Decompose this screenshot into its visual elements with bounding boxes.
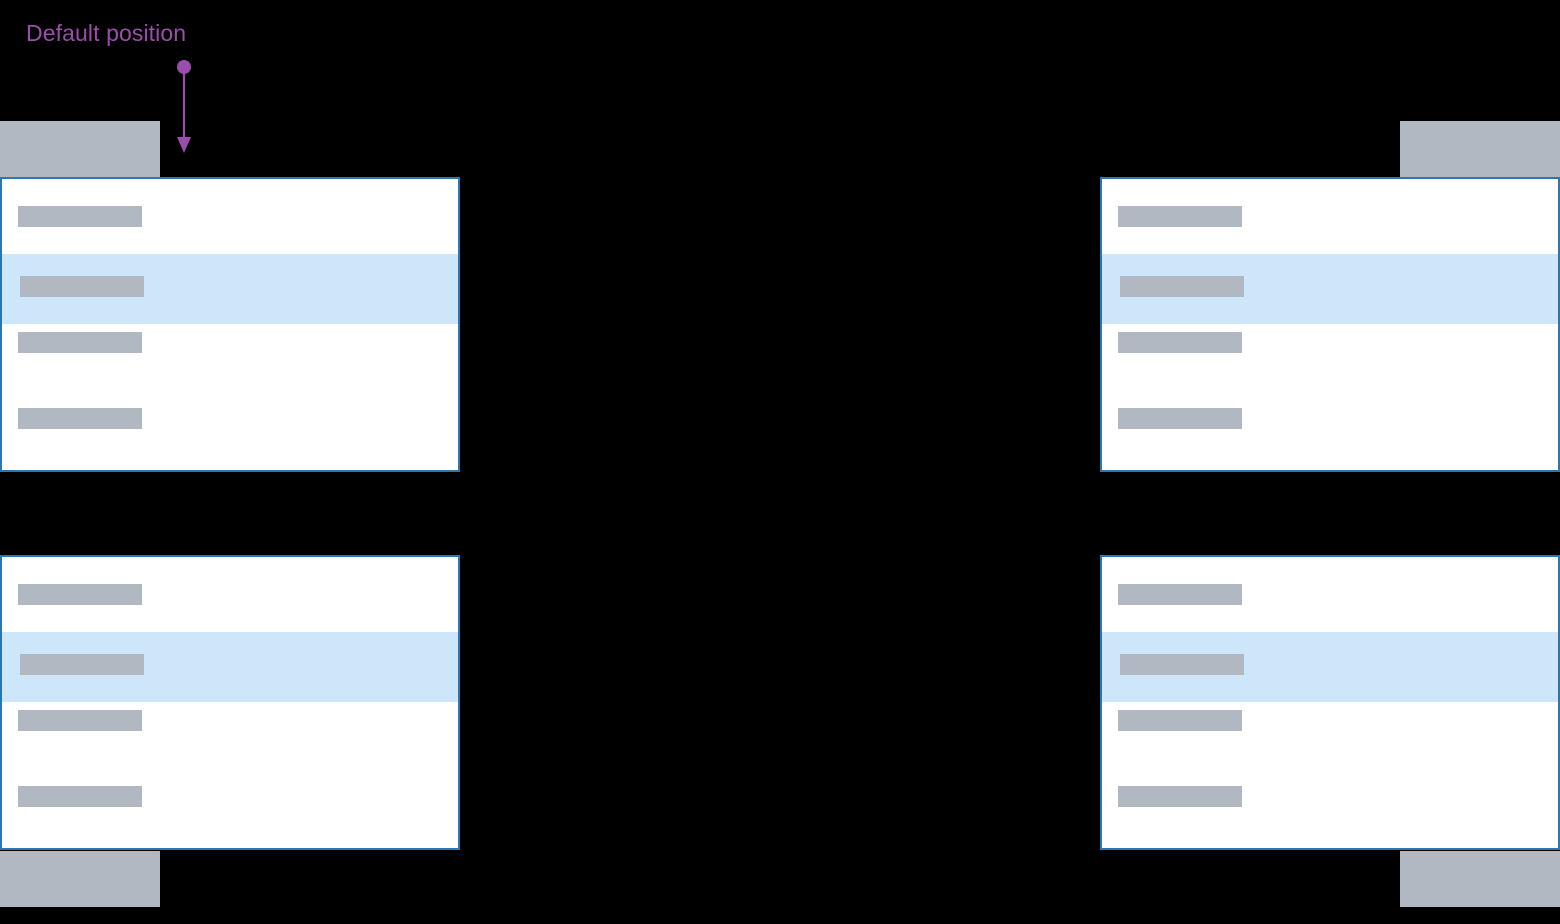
anchor-block-top-left[interactable] [0, 121, 160, 177]
flyout-list [2, 179, 458, 470]
list-item[interactable] [1102, 398, 1558, 470]
list-item-placeholder [1118, 786, 1242, 807]
list-item[interactable] [1102, 557, 1558, 632]
list-item-placeholder [1118, 332, 1242, 353]
list-item[interactable] [2, 179, 458, 254]
default-position-arrow-icon [177, 60, 191, 153]
list-item-placeholder [1118, 408, 1242, 429]
list-item-placeholder [1118, 710, 1242, 731]
flyout-panel-top-left[interactable] [0, 177, 460, 472]
list-item-placeholder [18, 710, 142, 731]
anchor-block-bottom-right[interactable] [1400, 851, 1560, 907]
list-item-placeholder [1120, 276, 1244, 297]
list-item-placeholder [18, 584, 142, 605]
anchor-block-bottom-left[interactable] [0, 851, 160, 907]
list-item[interactable] [1102, 324, 1558, 398]
list-item-placeholder [18, 206, 142, 227]
list-item-placeholder [20, 276, 144, 297]
list-item-placeholder [18, 332, 142, 353]
list-item[interactable] [1102, 179, 1558, 254]
list-item-placeholder [1118, 206, 1242, 227]
list-item[interactable] [2, 702, 458, 776]
list-item[interactable] [1102, 702, 1558, 776]
list-item[interactable] [2, 557, 458, 632]
list-item-placeholder [1118, 584, 1242, 605]
flyout-list [1102, 179, 1558, 470]
list-item-selected[interactable] [1102, 632, 1558, 702]
list-item-placeholder [18, 408, 142, 429]
anchor-block-top-right[interactable] [1400, 121, 1560, 177]
list-item-placeholder [1120, 654, 1244, 675]
list-item[interactable] [2, 324, 458, 398]
list-item-selected[interactable] [2, 254, 458, 324]
flyout-panel-bottom-left[interactable] [0, 555, 460, 850]
flyout-list [2, 557, 458, 848]
flyout-panel-top-right[interactable] [1100, 177, 1560, 472]
list-item-placeholder [18, 786, 142, 807]
list-item[interactable] [2, 776, 458, 848]
flyout-list [1102, 557, 1558, 848]
list-item[interactable] [2, 398, 458, 470]
list-item-selected[interactable] [2, 632, 458, 702]
list-item-selected[interactable] [1102, 254, 1558, 324]
list-item[interactable] [1102, 776, 1558, 848]
flyout-panel-bottom-right[interactable] [1100, 555, 1560, 850]
list-item-placeholder [20, 654, 144, 675]
default-position-label: Default position [26, 20, 187, 46]
